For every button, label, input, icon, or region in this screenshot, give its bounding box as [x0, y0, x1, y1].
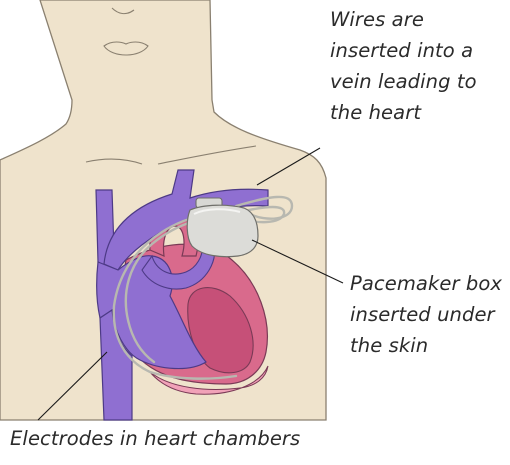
label-pacemaker-box-line-1: Pacemaker box	[350, 268, 502, 299]
label-pacemaker-box-line-2: inserted under	[350, 299, 502, 330]
label-wires-line-2: inserted into a	[330, 35, 477, 66]
label-wires-line-4: the heart	[330, 97, 477, 128]
label-wires: Wires are inserted into a vein leading t…	[330, 4, 477, 128]
label-pacemaker-box-line-3: the skin	[350, 330, 502, 361]
label-wires-line-3: vein leading to	[330, 66, 477, 97]
label-electrodes: Electrodes in heart chambers	[10, 423, 300, 454]
label-pacemaker-box: Pacemaker box inserted under the skin	[350, 268, 502, 361]
label-electrodes-line-1: Electrodes in heart chambers	[10, 423, 300, 454]
label-wires-line-1: Wires are	[330, 4, 477, 35]
